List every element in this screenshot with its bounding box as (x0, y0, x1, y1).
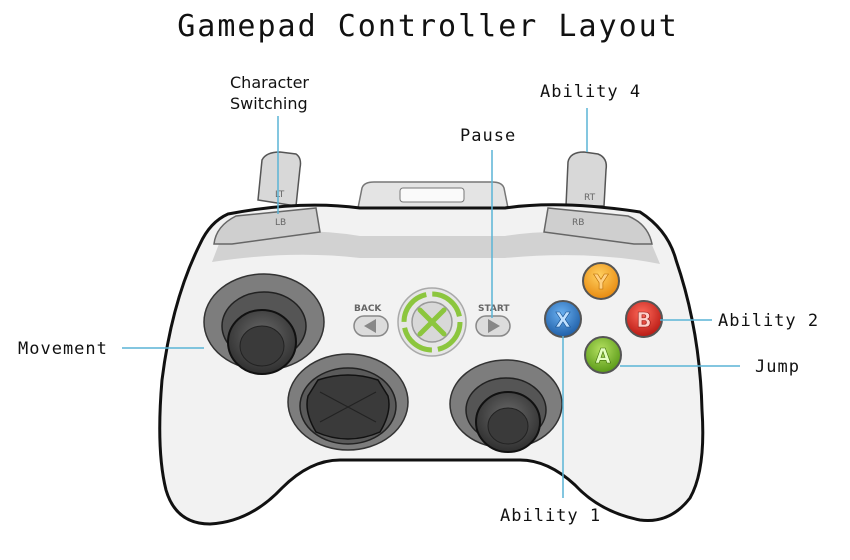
label-ability2: Ability 2 (718, 311, 819, 331)
guide-button[interactable] (398, 288, 466, 356)
label-jump: Jump (755, 357, 800, 377)
rb-label: RB (572, 218, 584, 228)
x-button[interactable]: X (545, 301, 581, 337)
back-label: BACK (354, 304, 382, 314)
lt-label: LT (275, 190, 285, 200)
y-label: Y (593, 270, 609, 294)
rt-label: RT (584, 193, 596, 203)
y-button[interactable]: Y (583, 263, 619, 299)
controller-top-bump (358, 182, 508, 208)
label-pause: Pause (460, 126, 516, 146)
lb-label: LB (275, 218, 286, 228)
label-character-switching-line2: Switching (230, 94, 308, 113)
b-label: B (636, 308, 651, 332)
start-button[interactable]: START (476, 304, 510, 336)
label-character-switching-line1: Character (230, 73, 309, 92)
left-trigger[interactable]: LT (258, 152, 301, 206)
a-label: A (595, 344, 611, 368)
start-label: START (478, 304, 510, 314)
d-pad[interactable] (288, 354, 408, 450)
b-button[interactable]: B (626, 301, 662, 337)
a-button[interactable]: A (585, 337, 621, 373)
label-ability1: Ability 1 (500, 506, 601, 526)
label-movement: Movement (18, 339, 108, 359)
diagram-title: Gamepad Controller Layout (177, 9, 679, 44)
right-trigger[interactable]: RT (566, 152, 606, 206)
label-ability4: Ability 4 (540, 82, 641, 102)
x-label: X (555, 308, 571, 332)
